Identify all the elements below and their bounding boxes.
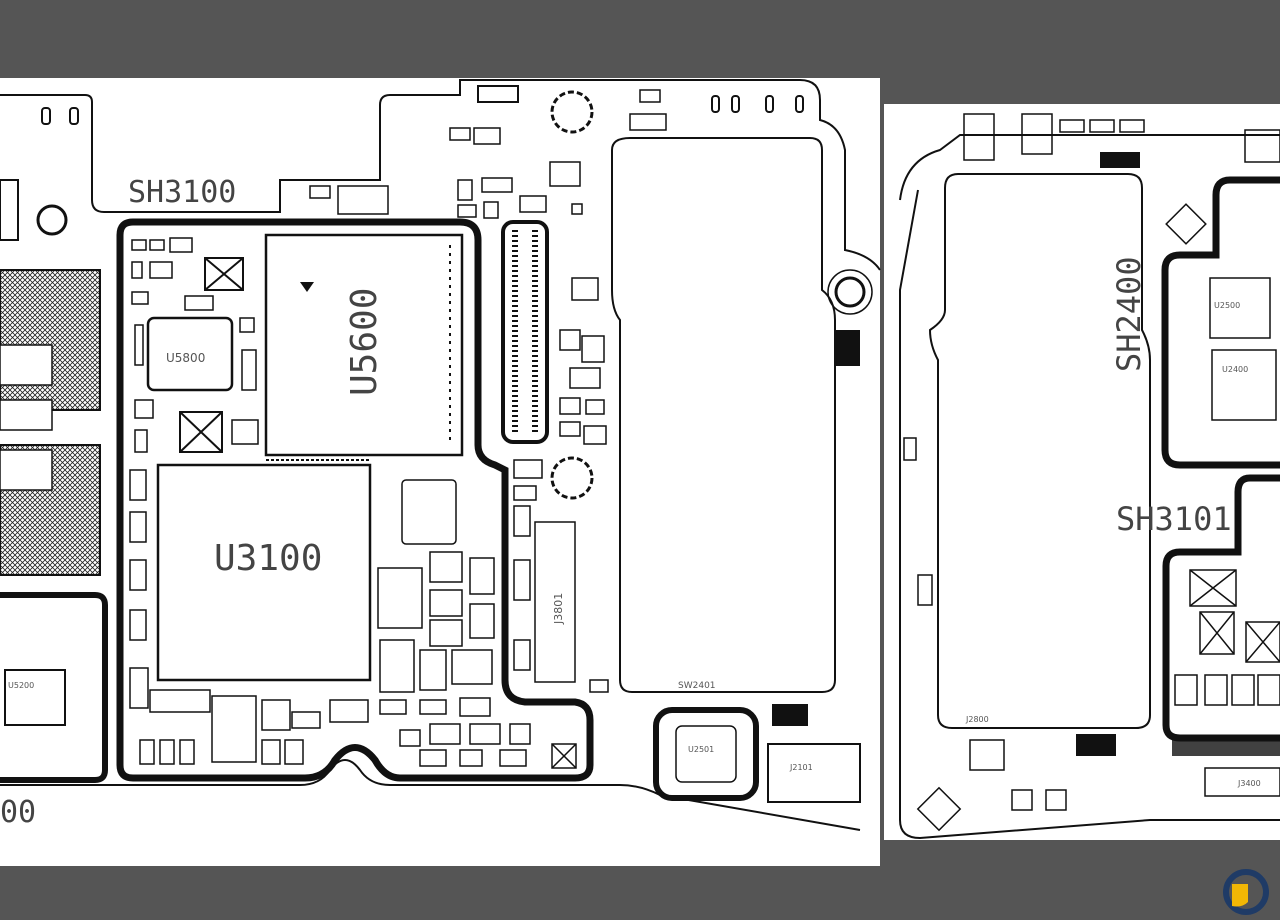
shield-label-sh3100: SH3100 bbox=[128, 175, 236, 210]
label-j2800: J2800 bbox=[965, 715, 989, 724]
label-u2500: U2500 bbox=[1214, 301, 1240, 310]
label-j2101: J2101 bbox=[789, 763, 813, 772]
shield-label-sh3101: SH3101 bbox=[1116, 500, 1232, 538]
label-j3400: J3400 bbox=[1237, 779, 1261, 788]
shield-label-00: 00 bbox=[0, 795, 36, 830]
chip-label-u5600: U5600 bbox=[344, 288, 385, 396]
label-u2501: U2501 bbox=[688, 745, 714, 754]
chip-label-u5800: U5800 bbox=[166, 351, 205, 365]
label-u2400: U2400 bbox=[1222, 365, 1248, 374]
label-u5200: U5200 bbox=[8, 681, 34, 690]
watermark-logo-icon bbox=[1223, 869, 1269, 915]
chip-label-u3100: U3100 bbox=[214, 538, 322, 579]
right-board bbox=[884, 104, 1280, 840]
chip-label-j3801: J3801 bbox=[552, 593, 565, 625]
left-board bbox=[0, 78, 881, 866]
shield-label-sh2400: SH2400 bbox=[1110, 256, 1148, 372]
label-sw2401: SW2401 bbox=[678, 681, 716, 691]
